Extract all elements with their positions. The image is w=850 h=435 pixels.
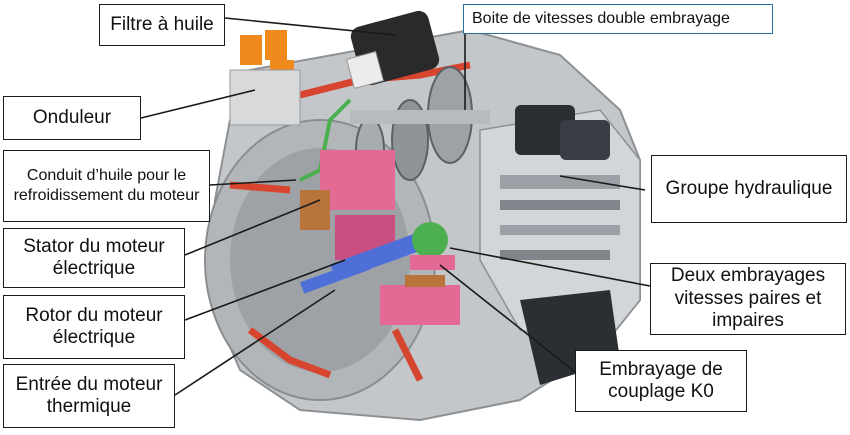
oil-filter	[346, 10, 440, 89]
label-engine-input: Entrée du moteur thermique	[3, 364, 175, 428]
label-hydraulic-unit: Groupe hydraulique	[651, 155, 847, 223]
clutch-packs	[405, 222, 455, 287]
inverter-connectors	[229, 30, 301, 126]
oil-conduit-line	[299, 98, 352, 182]
label-k0-clutch: Embrayage de couplage K0	[575, 350, 747, 412]
hydraulic-unit	[479, 105, 641, 385]
label-rotor: Rotor du moteur électrique	[3, 295, 185, 359]
label-oil-filter: Filtre à huile	[99, 4, 225, 46]
label-inverter: Onduleur	[3, 96, 141, 140]
label-dual-clutches: Deux embrayages vitesses paires et impai…	[650, 263, 846, 335]
label-stator: Stator du moteur électrique	[3, 228, 185, 288]
label-dual-clutch-gearbox: Boite de vitesses double embrayage	[463, 4, 773, 34]
leader-lines	[140, 17, 651, 396]
label-oil-conduit: Conduit d’huile pour le refroidissement …	[3, 150, 210, 222]
